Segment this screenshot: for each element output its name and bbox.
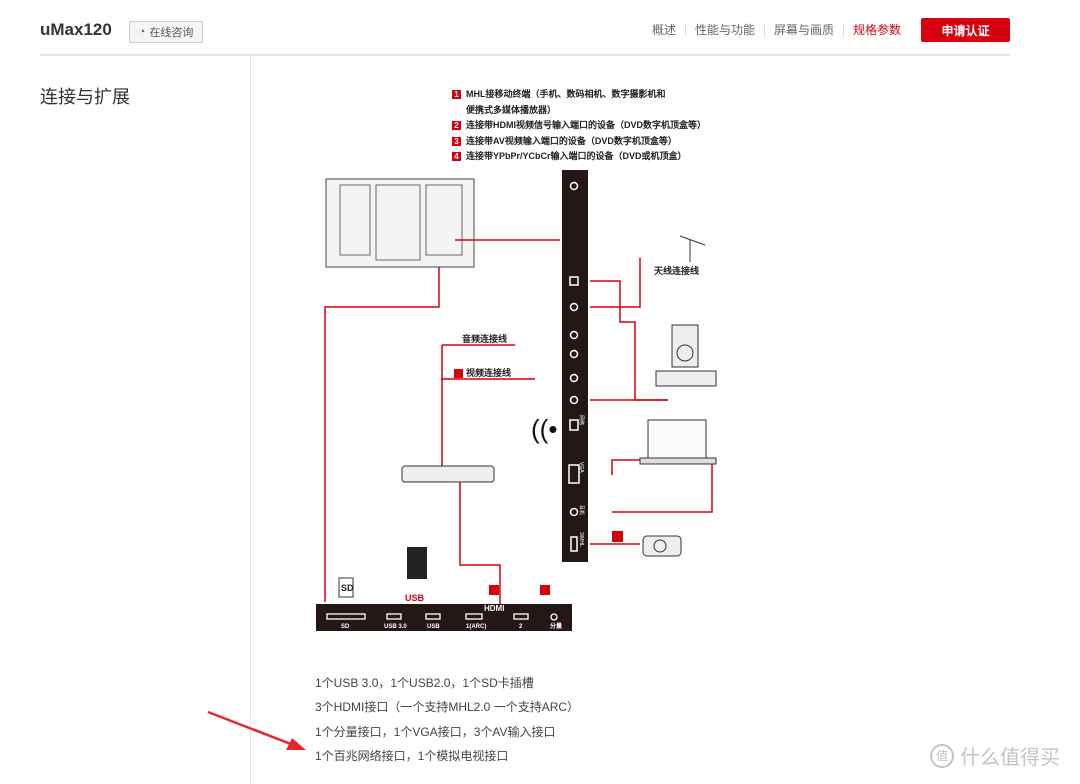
apply-button[interactable]: 申请认证 (921, 18, 1010, 42)
usb-group-label: USB (405, 593, 425, 603)
port-label: 2 (519, 624, 523, 630)
callout-1 (612, 531, 623, 542)
side-port-label: 耳机 (578, 505, 585, 515)
tv-back-illustration (325, 178, 475, 268)
legend-text: 连接带AV视频输入端口的设备（DVD数字机顶盒等） (466, 135, 677, 146)
consult-label: 在线咨询 (149, 27, 194, 39)
side-port-panel (562, 170, 588, 562)
port-label: SD (341, 624, 350, 630)
hdmi-group-label: HDMI (484, 604, 504, 613)
annotation-arrow (207, 710, 297, 748)
nav-screen[interactable]: 屏幕与画质 (763, 23, 843, 37)
headset-icon: ◔ (138, 26, 146, 38)
callout-2 (489, 585, 499, 595)
usb-stick-illustration (407, 547, 427, 579)
nav-specs[interactable]: 规格参数 (842, 23, 910, 37)
side-port-label: 3/MHL (578, 532, 584, 547)
port-label: 1(ARC) (466, 624, 486, 630)
watermark: 值什么值得买 (930, 741, 1060, 770)
brand-title: uMax120 (40, 20, 112, 39)
side-port-label: VGA (578, 462, 584, 473)
amplifier-illustration (655, 370, 717, 387)
spec-item: 1个分量接口，1个VGA接口，3个AV输入接口 (315, 724, 556, 739)
divider (40, 54, 1010, 56)
dvd-player-illustration (401, 465, 495, 483)
callout-4 (540, 585, 550, 595)
sd-card-illustration (338, 577, 354, 598)
spec-item: 1个USB 3.0，1个USB2.0，1个SD卡插槽 (315, 676, 534, 690)
sd-card-label: SD (341, 583, 354, 593)
legend-text: 连接带YPbPr/YCbCr输入端口的设备（DVD或机顶盒） (466, 151, 687, 161)
legend-text: 便携式多媒体播放器） (466, 104, 557, 115)
legend-number: 2 (452, 121, 461, 130)
watermark-text: 什么值得买 (960, 747, 1060, 769)
port-label: 分量 (550, 622, 562, 630)
bottom-port-panel (316, 604, 572, 631)
top-nav: 概述 性能与功能 屏幕与画质 规格参数 (643, 23, 910, 37)
online-consult-button[interactable]: ◔在线咨询 (129, 21, 203, 43)
watermark-logo-icon: 值 (930, 743, 954, 768)
spec-item: 3个HDMI接口（一个支持MHL2.0 一个支持ARC） (315, 700, 580, 715)
diagram-legend: 1 MHL接移动终端（手机、数码相机、数字摄影机和 便携式多媒体播放器） 2 连接带… (452, 87, 706, 165)
legend-text: 连接带HDMI视频信号输入端口的设备（DVD数字机顶盒等） (466, 120, 706, 130)
callout-3 (454, 369, 463, 378)
antenna-icon (679, 235, 706, 262)
video-cable-label: 视频连接线 (466, 367, 511, 378)
spec-list: 1个USB 3.0，1个USB2.0，1个SD卡插槽 3个HDMI接口（一个支持… (315, 671, 579, 768)
speaker-illustration (671, 324, 699, 368)
port-label: USB 3.0 (384, 624, 407, 630)
cables (324, 239, 713, 605)
section-title: 连接与扩展 (40, 87, 130, 107)
spec-item: 1个百兆网络接口，1个模拟电视接口 (315, 748, 509, 763)
legend-number: 1 (452, 90, 461, 99)
projector-illustration (642, 535, 682, 557)
port-label: USB (427, 624, 440, 630)
audio-cable-label: 音频连接线 (462, 333, 507, 344)
legend-number: 4 (452, 152, 461, 161)
laptop-illustration (647, 419, 707, 459)
antenna-cable-label: 天线连接线 (654, 265, 699, 276)
nav-overview[interactable]: 概述 (651, 23, 676, 37)
nav-features[interactable]: 性能与功能 (684, 23, 764, 37)
divider-vertical (250, 56, 251, 784)
wifi-icon: ((• (531, 414, 557, 444)
legend-number: 3 (452, 136, 461, 146)
legend-text: MHL接移动终端（手机、数码相机、数字摄影机和 (466, 89, 666, 99)
side-port-label: 网络 (578, 415, 585, 425)
